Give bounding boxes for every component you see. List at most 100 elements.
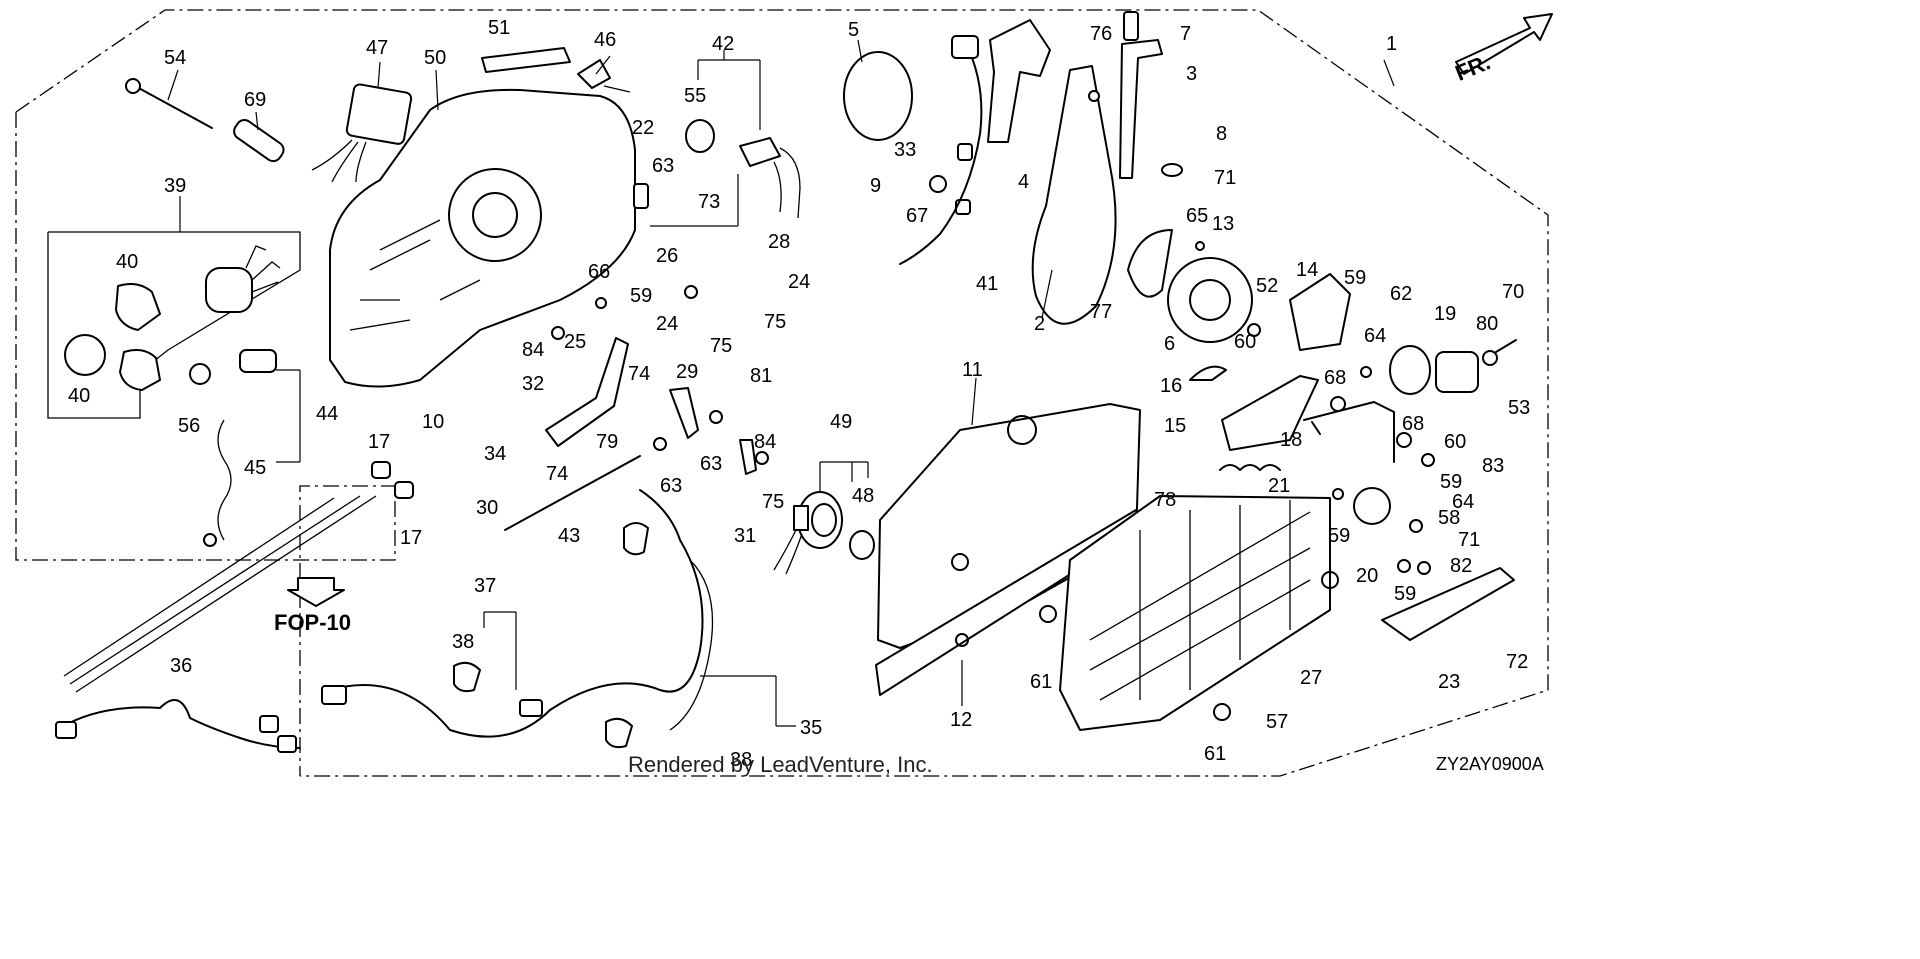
callout-13: 13 [1212,213,1234,235]
bolt-70 [1495,339,1517,353]
callout-74b: 74 [546,463,568,485]
harness-41 [899,35,983,265]
callout-44: 44 [316,403,338,425]
callout-67: 67 [906,205,928,227]
grommet-56 [189,363,211,385]
callout-77: 77 [1090,301,1112,323]
callout-27: 27 [1300,667,1322,689]
callout-31: 31 [734,525,756,547]
callout-18: 18 [1280,429,1302,451]
reference-label: FOP-10 [274,610,351,635]
lever-18 [1303,401,1395,463]
parts-diagram: FR. [15,9,1553,777]
callout-66: 66 [588,261,610,283]
callout-30: 30 [476,497,498,519]
reference-arrow [287,577,345,607]
callout-12: 12 [950,709,972,731]
grid-cover-27 [1059,495,1331,731]
bolt-54 [125,78,213,129]
callout-54: 54 [164,47,186,69]
callout-46: 46 [594,29,616,51]
callout-20: 20 [1356,565,1378,587]
callout-40b: 40 [68,385,90,407]
callout-36: 36 [170,655,192,677]
callout-49: 49 [830,411,852,433]
callout-56: 56 [178,415,200,437]
link-31 [739,439,757,475]
front-direction-arrow: FR. [1452,13,1553,86]
callout-69: 69 [244,89,266,111]
callout-48: 48 [852,485,874,507]
cam-6 [1127,229,1173,298]
callout-59a: 59 [1344,267,1366,289]
clip-17b [394,481,414,499]
plate-15 [1221,375,1319,451]
sleeve-69 [233,119,285,163]
callout-59b: 59 [630,285,652,307]
callout-34: 34 [484,443,506,465]
clamp-43 [623,522,649,556]
callout-75a: 75 [764,311,786,333]
control-lever-2 [1031,65,1117,325]
callout-22: 22 [632,117,654,139]
callout-16: 16 [1160,375,1182,397]
callout-61a: 61 [1030,671,1052,693]
spring-7 [1123,11,1139,41]
callout-71a: 71 [1214,167,1236,189]
ignition-switch [205,267,253,313]
clamp-38 [453,661,481,693]
callout-33: 33 [894,139,916,161]
clamp-38b [605,717,633,749]
lanyard-45 [203,349,277,547]
wiring-harness-35 [321,489,714,738]
callout-50: 50 [424,47,446,69]
trim-switch-49 [773,491,843,575]
callout-81: 81 [750,365,772,387]
callout-68b: 68 [1402,413,1424,435]
ring-8 [1161,163,1183,177]
callout-76: 76 [1090,23,1112,45]
callout-2: 2 [1034,313,1045,335]
callout-75c: 75 [762,491,784,513]
callout-24b: 24 [656,313,678,335]
callout-75b: 75 [710,335,732,357]
bolt-9 [929,175,947,193]
callout-23: 23 [1438,671,1460,693]
callout-79: 79 [596,431,618,453]
callout-62: 62 [1390,283,1412,305]
callout-21: 21 [1268,475,1290,497]
callout-63a: 63 [652,155,674,177]
lever-arm-3 [1119,39,1163,179]
callout-84b: 84 [754,431,776,453]
callout-68a: 68 [1324,367,1346,389]
footer-credit: Rendered by LeadVenture, Inc. [628,752,933,777]
callout-11: 11 [962,359,983,381]
callout-43: 43 [558,525,580,547]
callout-28: 28 [768,231,790,253]
switch-42 [685,119,801,219]
callout-64a: 64 [1364,325,1386,347]
callout-17b: 17 [400,527,422,549]
spring-16 [1189,365,1227,381]
rod-30 [504,455,641,531]
spring-21 [1219,464,1281,471]
callout-42: 42 [712,33,734,55]
callout-55: 55 [684,85,706,107]
callout-10: 10 [422,411,444,433]
callout-19: 19 [1434,303,1456,325]
label-51 [481,47,571,73]
callout-6: 6 [1164,333,1175,355]
callout-17a: 17 [368,431,390,453]
key-fob-top [115,283,161,331]
callout-40a: 40 [116,251,138,273]
callout-71b: 71 [1458,529,1480,551]
ring-5 [843,51,913,141]
control-housing [329,88,636,388]
bracket-46 [577,59,611,89]
collar-67 [955,199,971,215]
clip-17a [371,461,391,479]
callout-57: 57 [1266,711,1288,733]
callout-1: 1 [1386,33,1397,55]
figure-code: ZY2AY0900A [1436,754,1544,774]
